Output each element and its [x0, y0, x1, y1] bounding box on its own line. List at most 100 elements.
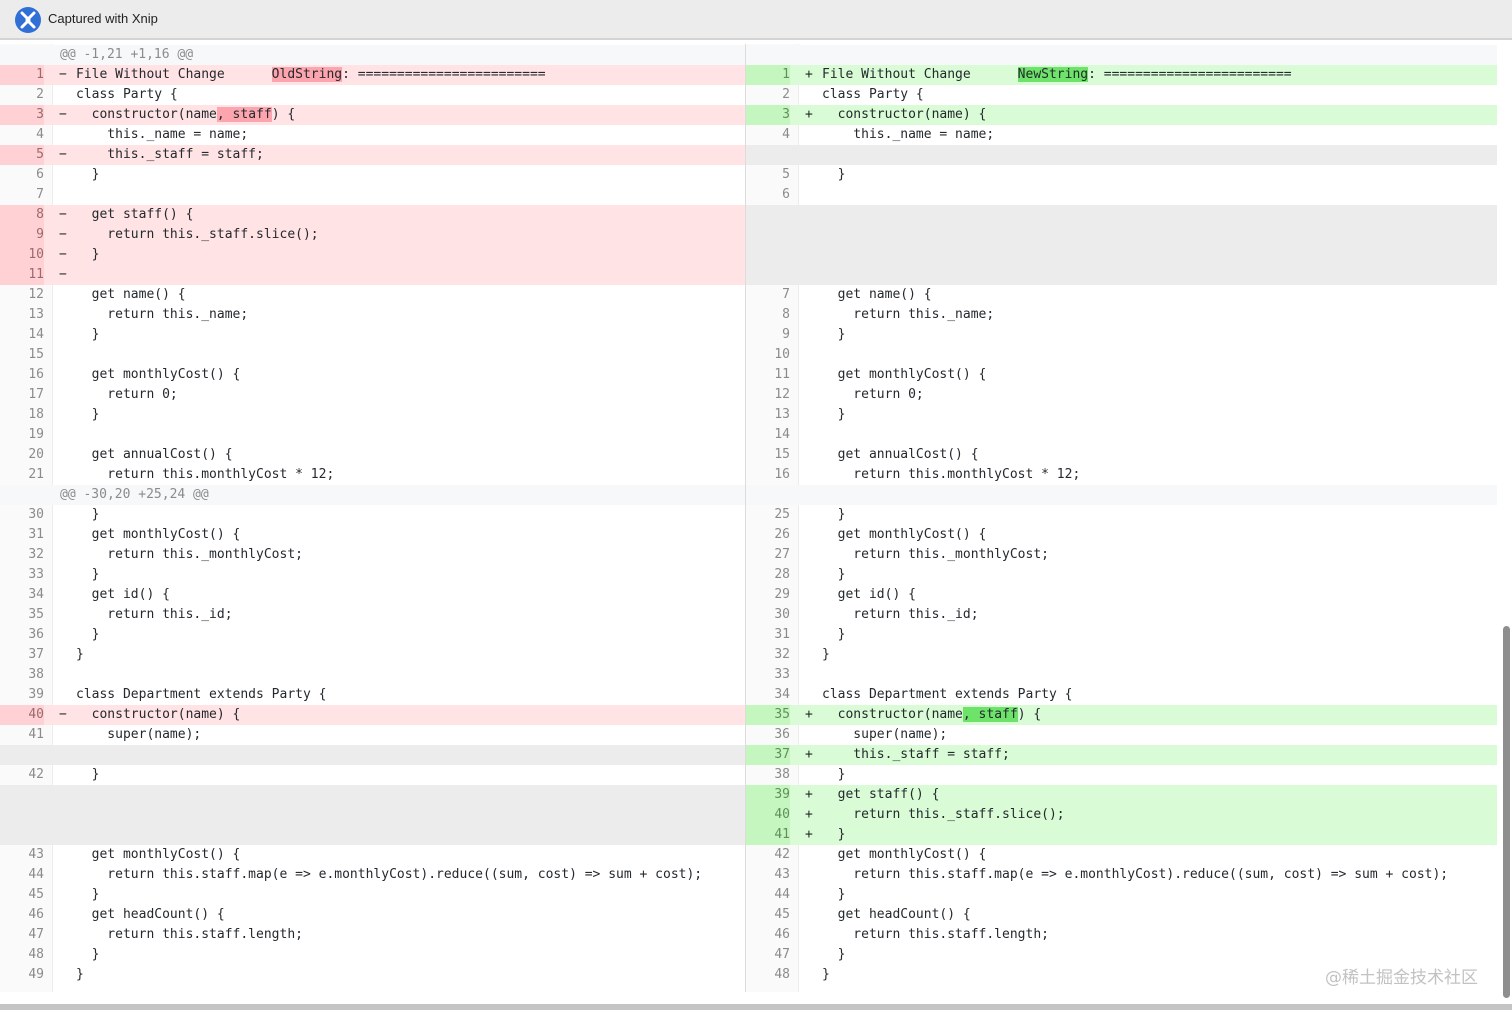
line-number: 11 — [0, 265, 44, 285]
diff-line: 1+File Without Change NewString: =======… — [746, 65, 1497, 85]
code-segment: ) { — [1017, 707, 1042, 722]
code-text: } — [822, 967, 830, 982]
line-number: 19 — [28, 427, 44, 442]
hunk-header — [746, 45, 1497, 65]
diff-line: 40+ return this._staff.slice(); — [746, 805, 1497, 825]
diff-line: 11 get monthlyCost() { — [746, 365, 1497, 385]
line-number: 28 — [774, 567, 790, 582]
code-text: get name() { — [76, 287, 186, 302]
watermark-text: @稀土掘金技术社区 — [1325, 968, 1478, 988]
diff-placeholder-line — [746, 225, 1497, 245]
code-text: this._staff = staff; — [822, 747, 1010, 762]
line-number: 31 — [774, 627, 790, 642]
code-segment: : ======================== — [342, 67, 546, 82]
window-title: Captured with Xnip — [48, 11, 158, 26]
line-number: 2 — [36, 87, 44, 102]
line-number: 13 — [28, 307, 44, 322]
code-text: this._name = name; — [822, 127, 995, 142]
diff-line: 6 } — [0, 165, 745, 185]
pane-divider — [745, 44, 746, 992]
changed-token-highlight: , staff — [216, 107, 272, 122]
diff-line: 47 } — [746, 945, 1497, 965]
line-number: 26 — [774, 527, 790, 542]
diff-line: 35 return this._id; — [0, 605, 745, 625]
line-number: 35 — [28, 607, 44, 622]
diff-line: 26 get monthlyCost() { — [746, 525, 1497, 545]
diff-line: 36 } — [0, 625, 745, 645]
line-number: 46 — [28, 907, 44, 922]
line-number: 14 — [774, 427, 790, 442]
changed-token-highlight: , staff — [962, 707, 1018, 722]
line-number — [746, 205, 790, 225]
line-number: 2 — [782, 87, 790, 102]
diff-line: 41 super(name); — [0, 725, 745, 745]
diff-line: 25 } — [746, 505, 1497, 525]
diff-line: 8− get staff() { — [0, 205, 745, 225]
line-number: 12 — [774, 387, 790, 402]
code-text: get id() { — [76, 587, 170, 602]
removed-marker: − — [59, 707, 67, 722]
diff-line: 4 this._name = name; — [746, 125, 1497, 145]
diff-line: 42 get monthlyCost() { — [746, 845, 1497, 865]
code-text: get monthlyCost() { — [822, 367, 987, 382]
diff-line: 12 return 0; — [746, 385, 1497, 405]
line-number: 29 — [774, 587, 790, 602]
diff-line: 9− return this._staff.slice(); — [0, 225, 745, 245]
diff-line: 35+ constructor(name, staff) { — [746, 705, 1497, 725]
code-text: } — [76, 967, 84, 982]
diff-line: 14 — [746, 425, 1497, 445]
code-text: } — [76, 327, 100, 342]
diff-line: 32} — [746, 645, 1497, 665]
window-titlebar: Captured with Xnip — [0, 0, 1512, 40]
changed-token-highlight: OldString — [271, 67, 343, 82]
code-text: constructor(name) { — [76, 707, 241, 722]
code-text: } — [822, 327, 846, 342]
code-text: } — [76, 167, 100, 182]
line-number: 3 — [0, 105, 44, 125]
line-number: 8 — [782, 307, 790, 322]
code-text: } — [76, 407, 100, 422]
diff-line: 44 return this.staff.map(e => e.monthlyC… — [0, 865, 745, 885]
line-number: 49 — [28, 967, 44, 982]
code-text: this._staff = staff; — [76, 147, 264, 162]
code-text: } — [822, 767, 846, 782]
line-number — [0, 745, 44, 765]
added-marker: + — [805, 747, 813, 762]
line-number: 40 — [746, 805, 790, 825]
line-number: 41 — [746, 825, 790, 845]
hunk-header: @@ -30,20 +25,24 @@ — [0, 485, 745, 505]
diff-pane-old[interactable]: @@ -1,21 +1,16 @@1−File Without Change O… — [0, 44, 745, 992]
diff-line: 5− this._staff = staff; — [0, 145, 745, 165]
horizontal-scrollbar[interactable] — [0, 1004, 1512, 1010]
diff-pane-new[interactable]: 1+File Without Change NewString: =======… — [746, 44, 1497, 992]
diff-line: 16 get monthlyCost() { — [0, 365, 745, 385]
code-text: constructor(name, staff) { — [822, 705, 1041, 725]
diff-placeholder-line — [746, 205, 1497, 225]
code-text: } — [76, 767, 100, 782]
line-number: 33 — [774, 667, 790, 682]
removed-marker: − — [59, 207, 67, 222]
line-number: 43 — [28, 847, 44, 862]
line-number: 8 — [0, 205, 44, 225]
diff-line: 49} — [0, 965, 745, 985]
code-text: } — [76, 567, 100, 582]
line-number: 7 — [782, 287, 790, 302]
vertical-scrollbar[interactable] — [1503, 626, 1510, 998]
line-number — [746, 485, 790, 505]
diff-line: 28 } — [746, 565, 1497, 585]
code-text: File Without Change OldString: =========… — [76, 65, 546, 85]
code-segment: constructor(name — [76, 107, 217, 122]
added-marker: + — [805, 707, 813, 722]
removed-marker: − — [59, 227, 67, 242]
diff-line: 31 get monthlyCost() { — [0, 525, 745, 545]
diff-line: 7 get name() { — [746, 285, 1497, 305]
hunk-header: @@ -1,21 +1,16 @@ — [0, 45, 745, 65]
line-number — [0, 485, 44, 505]
code-text: } — [822, 647, 830, 662]
diff-line: 7 — [0, 185, 745, 205]
line-number: 47 — [774, 947, 790, 962]
added-marker: + — [805, 787, 813, 802]
diff-placeholder-line — [746, 265, 1497, 285]
